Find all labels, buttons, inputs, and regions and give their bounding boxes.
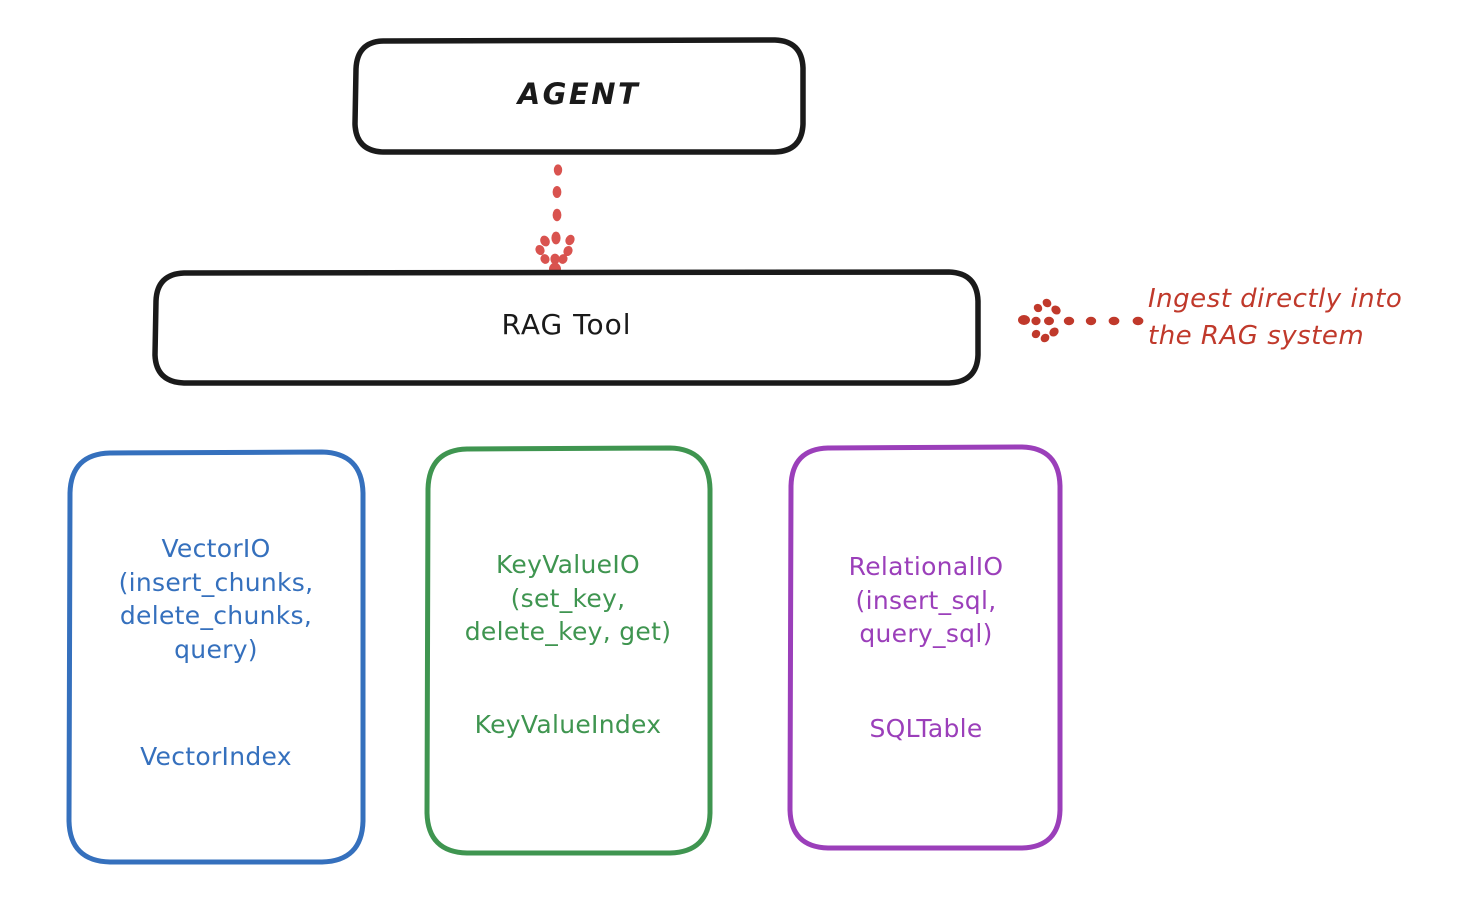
vector-io-box-outline [66, 449, 366, 865]
rag-tool-box-outline [152, 269, 981, 386]
vector-io-node[interactable] [66, 449, 366, 865]
agent-box-outline [352, 37, 806, 155]
note-to-ragtool-arrow-icon [1018, 298, 1144, 343]
relational-io-node[interactable] [787, 444, 1063, 851]
key-value-io-node[interactable] [424, 445, 713, 856]
rag-tool-node[interactable] [152, 269, 981, 386]
agent-to-ragtool-arrow-icon [535, 164, 575, 276]
key-value-io-box-outline [424, 445, 713, 856]
relational-io-operations-label: RelationalIO (insert_sql, query_sql) [848, 552, 1004, 648]
vector-io-index-label: VectorIndex [140, 742, 292, 771]
agent-node[interactable] [352, 37, 806, 155]
relational-io-box-outline [787, 444, 1063, 851]
key-value-io-operations-label: KeyValueIO (set_key, delete_key, get) [464, 550, 672, 646]
key-value-io-index-label: KeyValueIndex [474, 710, 662, 739]
relational-io-index-label: SQLTable [869, 714, 983, 743]
vector-io-operations-label: VectorIO (insert_chunks, delete_chunks, … [118, 534, 314, 664]
